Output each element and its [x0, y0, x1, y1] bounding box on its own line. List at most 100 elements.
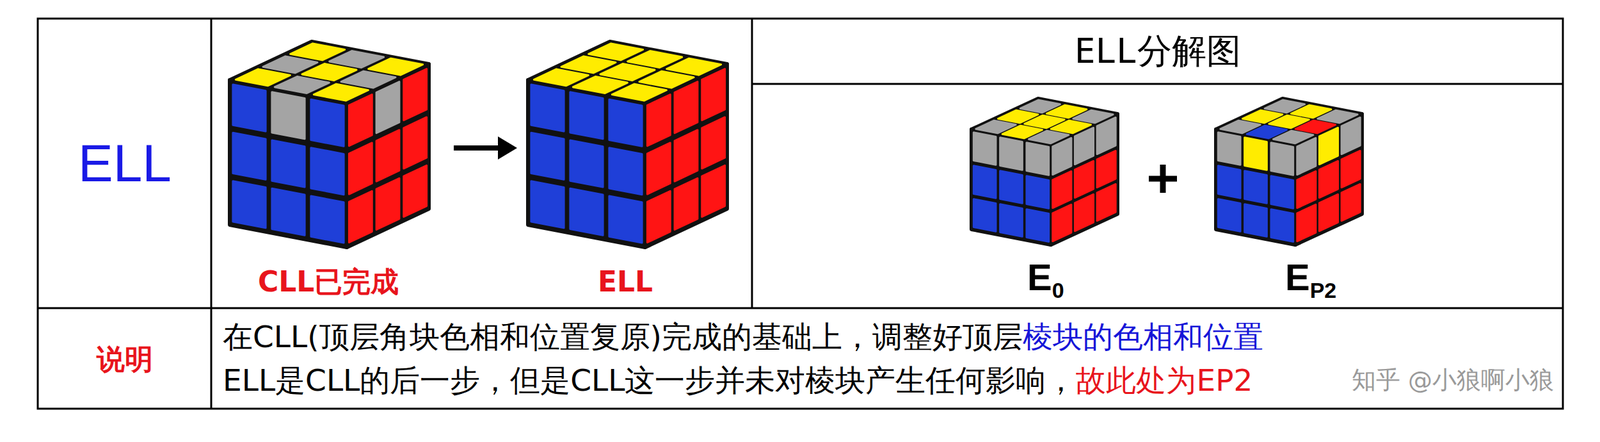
- cube-sticker: [403, 165, 427, 217]
- cube-sticker: [1000, 170, 1023, 203]
- text-line: E0: [1027, 256, 1065, 303]
- column-header: ELL分解图: [1074, 30, 1241, 72]
- cube-figure: [1216, 98, 1362, 245]
- cube-sticker: [1271, 142, 1294, 175]
- cube-sticker: [1000, 204, 1023, 237]
- cube-sticker: [1244, 170, 1268, 203]
- cube-sticker: [531, 181, 564, 228]
- row-header: 说明: [96, 342, 153, 376]
- cube-sticker: [570, 140, 603, 187]
- cube-figure: [528, 41, 728, 248]
- cube-sticker: [311, 99, 344, 146]
- cube-sticker: [232, 84, 266, 132]
- cube-sticker: [341, 71, 396, 88]
- cube-sticker: [1026, 209, 1049, 242]
- note-highlight: 棱块的色相和位置: [1022, 318, 1264, 354]
- cube-sticker: [311, 147, 344, 195]
- cube-sticker: [376, 129, 400, 182]
- caption-label: ELL: [597, 264, 653, 298]
- cube-sticker: [1217, 165, 1241, 198]
- table-rule: [751, 18, 754, 308]
- cube-sticker: [647, 94, 671, 146]
- cube-sticker: [1271, 176, 1294, 208]
- cube-sticker: [272, 140, 305, 187]
- cube-sticker: [311, 195, 344, 243]
- text-line: ELL分解图: [1074, 31, 1241, 72]
- table-grid: [37, 18, 1563, 409]
- arrow-shaft: [453, 145, 503, 151]
- cube-sticker: [1074, 127, 1094, 164]
- cube-sticker: [1297, 170, 1316, 208]
- cube-sticker: [1244, 137, 1268, 170]
- cube-sticker: [1096, 117, 1116, 154]
- plus-bar: [1160, 164, 1167, 193]
- cube-sticker: [1244, 204, 1268, 237]
- cube-sticker: [1217, 199, 1241, 232]
- cube-sticker: [1319, 160, 1338, 198]
- cube-sticker: [232, 132, 266, 180]
- cube-sticker: [1271, 209, 1294, 242]
- note-text: ELL是CLL的后一步，但是CLL这一步并未对棱块产生任何影响，: [222, 362, 1076, 398]
- cube-figure: [971, 98, 1118, 245]
- arrow-symbol: [453, 136, 518, 160]
- cube-sticker: [666, 58, 722, 75]
- text-line: ELL: [78, 133, 172, 194]
- cube-sticker: [531, 84, 564, 132]
- cube-sticker: [609, 195, 642, 243]
- cube-face: [229, 80, 347, 248]
- table-rule: [752, 83, 1563, 86]
- cube-sticker: [348, 94, 372, 146]
- cube-sticker: [272, 92, 305, 139]
- cube-sticker: [1096, 183, 1116, 221]
- plus-symbol: [1148, 164, 1177, 193]
- cube-sticker: [702, 117, 726, 169]
- cube-sticker: [1074, 193, 1094, 231]
- cube-sticker: [232, 181, 266, 228]
- text-line: 在CLL(顶层角块色相和位置复原)完成的基础上，调整好顶层棱块的色相和位置: [222, 319, 1264, 354]
- cube-sticker: [647, 190, 671, 242]
- cube-sticker: [973, 165, 996, 198]
- cube-face: [528, 80, 646, 248]
- cube-sticker: [702, 165, 726, 217]
- cube-sticker: [368, 58, 424, 75]
- cube-sticker: [570, 188, 603, 235]
- table-rule: [210, 18, 213, 409]
- cube-sticker: [348, 142, 372, 194]
- cube-sticker: [272, 188, 305, 235]
- cube-sticker: [1026, 176, 1049, 208]
- cube-sticker: [1319, 127, 1338, 164]
- cube-sticker: [1052, 137, 1072, 175]
- caption-label: CLL已完成: [257, 264, 399, 298]
- case-subscript: P2: [1310, 277, 1337, 303]
- cube-sticker: [1096, 150, 1116, 187]
- cube-sticker: [639, 71, 694, 88]
- cube-sticker: [973, 199, 996, 232]
- cube-sticker: [1297, 204, 1316, 241]
- cube-sticker: [1341, 183, 1360, 221]
- cube-sticker: [702, 69, 726, 121]
- case-name: E: [1027, 256, 1053, 298]
- cube-sticker: [313, 83, 368, 101]
- case-name: E: [1285, 256, 1311, 298]
- cube-sticker: [973, 132, 996, 165]
- table-rule: [37, 307, 1563, 310]
- cube-figure: [229, 41, 429, 248]
- cube-sticker: [1319, 193, 1338, 231]
- cube-face: [971, 129, 1051, 245]
- text-line: ELL: [597, 265, 653, 299]
- cube-sticker: [674, 177, 698, 230]
- cube-sticker: [376, 177, 400, 230]
- table-border: [37, 18, 1563, 409]
- cube-sticker: [570, 92, 603, 139]
- cube-sticker: [1341, 150, 1360, 187]
- note-text: 在CLL(顶层角块色相和位置复原)完成的基础上，调整好顶层: [222, 318, 1023, 354]
- cube-sticker: [674, 81, 698, 134]
- cube-sticker: [609, 99, 642, 146]
- cube-sticker: [376, 81, 400, 134]
- cube-sticker: [609, 147, 642, 195]
- cube-sticker: [348, 190, 372, 242]
- text-line: EP2: [1285, 256, 1337, 303]
- arrow-head: [497, 136, 518, 160]
- note-highlight: 故此处为EP2: [1075, 362, 1253, 398]
